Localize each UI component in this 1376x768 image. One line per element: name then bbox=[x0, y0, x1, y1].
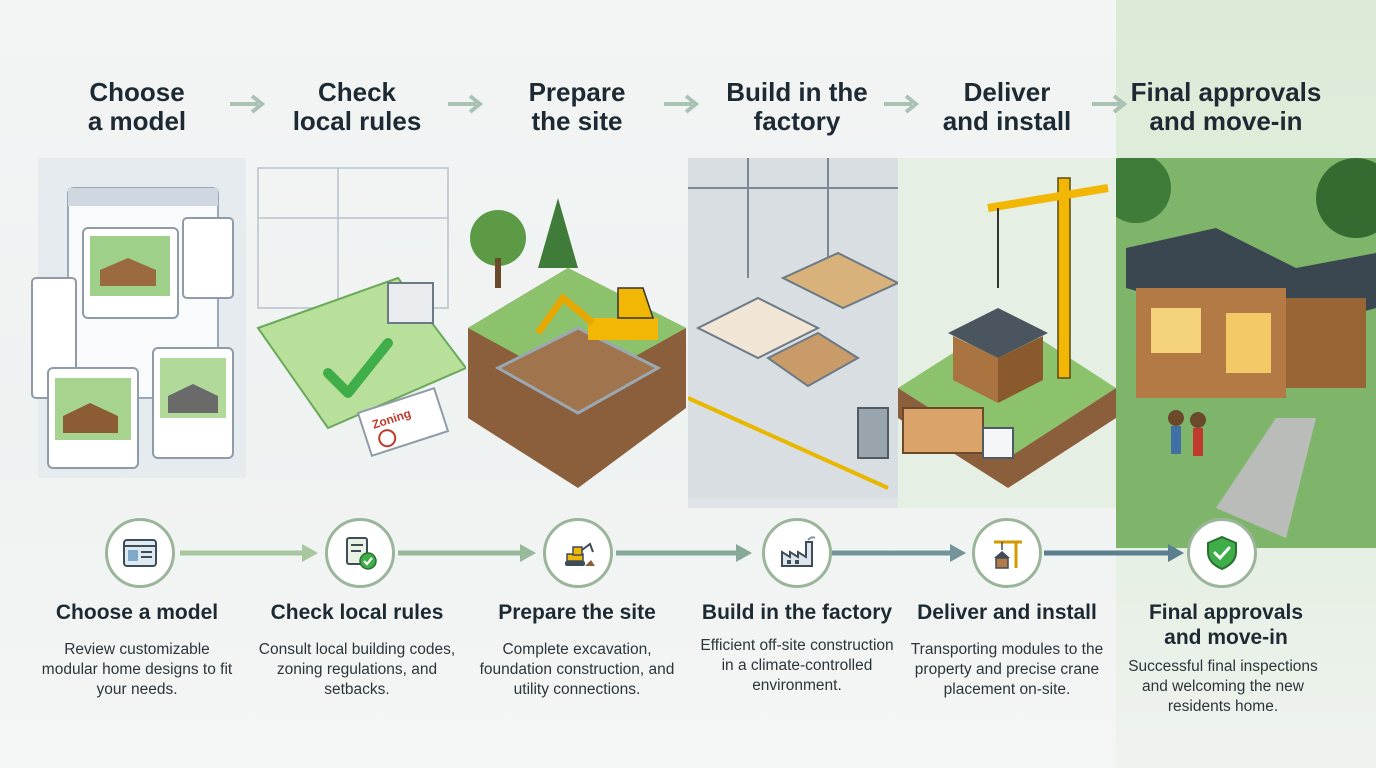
flow-arrow-4 bbox=[832, 544, 966, 562]
step-bottom-title: Deliver and install bbox=[917, 601, 1097, 624]
step-description: Consult local building codes, zoning reg… bbox=[258, 641, 456, 698]
step-description: Efficient off-site construction in a cli… bbox=[700, 637, 894, 694]
step-title: Deliver and install bbox=[942, 77, 1072, 136]
step-icon-circle bbox=[762, 518, 832, 588]
step-description: Successful final inspections and welcomi… bbox=[1128, 658, 1318, 715]
step-column-build-factory: Build in the factory Build in the factor… bbox=[688, 0, 906, 768]
flow-arrow-2 bbox=[398, 544, 536, 562]
top-arrow-2 bbox=[448, 94, 484, 114]
step-title: Choose a model bbox=[87, 77, 187, 136]
step-bottom-title: Check local rules bbox=[270, 601, 444, 624]
excavation-illustration bbox=[468, 198, 686, 488]
step-icon-circle bbox=[972, 518, 1042, 588]
step-description: Review customizable modular home designs… bbox=[41, 641, 233, 698]
top-arrow-1 bbox=[230, 94, 266, 114]
document-check-icon bbox=[346, 537, 377, 570]
step-column-choose-model: Choose a model Choose a model Review cus… bbox=[28, 0, 246, 768]
step-title: Build in the factory bbox=[726, 77, 868, 136]
finished-home-illustration bbox=[1116, 158, 1376, 548]
step-title: Check local rules bbox=[292, 77, 422, 136]
model-catalog-illustration bbox=[31, 158, 246, 478]
step-icon-circle bbox=[325, 518, 395, 588]
factory-icon bbox=[781, 536, 816, 567]
step-bottom-title: Build in the factory bbox=[701, 601, 893, 624]
shield-check-icon bbox=[1207, 535, 1237, 571]
top-arrow-5 bbox=[1092, 94, 1128, 114]
step-column-prepare-site: Prepare the site Prepare the site Comple… bbox=[468, 0, 686, 768]
zoning-map-illustration: Zoning bbox=[256, 167, 466, 458]
step-bottom-title: Prepare the site bbox=[498, 601, 656, 624]
step-description: Transporting modules to the property and… bbox=[910, 641, 1104, 698]
step-bottom-title: Final approvals and move-in bbox=[1148, 601, 1304, 649]
step-title: Final approvals and move-in bbox=[1130, 77, 1322, 136]
crane-delivery-illustration bbox=[898, 177, 1116, 488]
step-column-deliver-install: Deliver and install Deliver and install … bbox=[898, 0, 1116, 768]
step-column-final-approvals: Final approvals and move-in Final approv… bbox=[1116, 0, 1376, 768]
step-icon-circle bbox=[1187, 518, 1257, 588]
crane-house-icon bbox=[994, 540, 1022, 569]
step-title: Prepare the site bbox=[528, 77, 626, 136]
top-arrow-3 bbox=[664, 94, 700, 114]
flow-arrow-5 bbox=[1044, 544, 1184, 562]
step-icon-circle bbox=[543, 518, 613, 588]
step-icon-circle bbox=[105, 518, 175, 588]
excavator-icon bbox=[565, 542, 595, 566]
step-description: Complete excavation, foundation construc… bbox=[479, 641, 675, 698]
browser-layout-icon bbox=[123, 539, 157, 567]
step-bottom-title: Choose a model bbox=[55, 601, 219, 624]
factory-floor-illustration bbox=[688, 158, 901, 498]
top-arrow-4 bbox=[884, 94, 920, 114]
flow-arrow-3 bbox=[616, 544, 752, 562]
flow-arrow-1 bbox=[180, 544, 318, 562]
step-column-check-rules: Check local rules Zoning Check local rul… bbox=[248, 0, 466, 768]
